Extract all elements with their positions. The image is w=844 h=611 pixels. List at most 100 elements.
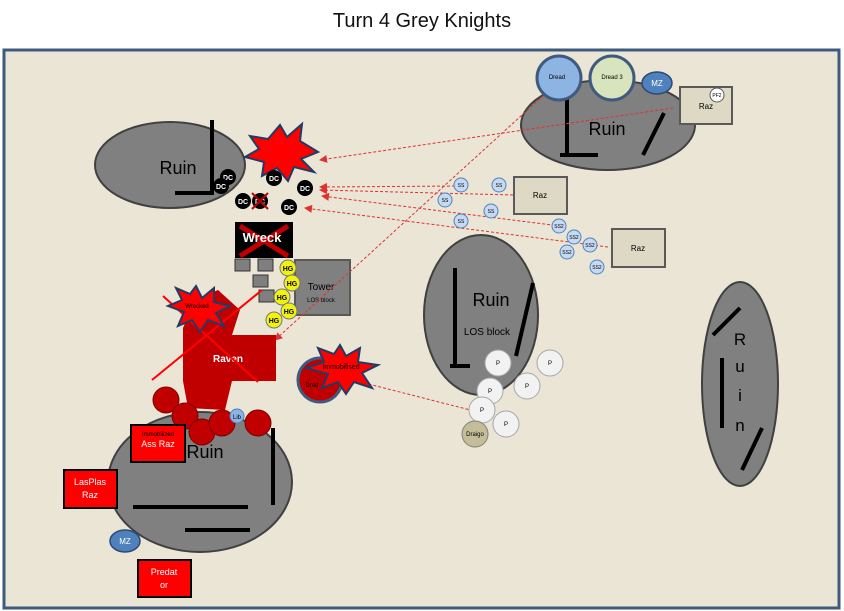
- lasplas-razorback: LasPlas Raz: [63, 469, 118, 509]
- fire-line: [304, 204, 609, 248]
- predator-label-line2: or: [160, 580, 168, 590]
- svg-text:SS2: SS2: [585, 243, 595, 249]
- dread-token: Dread: [535, 54, 583, 102]
- svg-text:HG: HG: [284, 309, 295, 316]
- predator-tank: Predat or: [137, 559, 192, 598]
- raz-lower: Raz: [611, 228, 666, 268]
- fire-line: [319, 182, 461, 191]
- ss-token: SS: [483, 203, 499, 219]
- p-token: P: [484, 349, 512, 377]
- raz-top-right: Raz PF2: [679, 86, 733, 125]
- wreck-marker: Wreck: [235, 222, 293, 259]
- fire-line: [319, 186, 514, 196]
- grey-knight-icons: [234, 258, 275, 303]
- svg-text:P: P: [496, 361, 500, 367]
- svg-text:DC: DC: [255, 199, 265, 206]
- hg-token: HG: [280, 302, 298, 320]
- wreck-label: Wreck: [243, 230, 283, 245]
- svg-text:HG: HG: [283, 266, 294, 273]
- svg-text:Raz: Raz: [631, 244, 645, 253]
- fire-lines: [274, 84, 674, 413]
- paladin-tokens: P P P P P P: [468, 349, 564, 438]
- svg-text:P: P: [548, 361, 552, 367]
- dc-token: DC: [281, 199, 297, 215]
- ss-token: SS: [437, 192, 453, 208]
- ruin-label: Ruin: [186, 442, 223, 462]
- ruin-vertical-r: R: [734, 330, 746, 349]
- svg-text:Dread: Dread: [549, 75, 565, 81]
- dc-token: DC: [235, 193, 251, 209]
- svg-text:SS2: SS2: [554, 224, 564, 230]
- raven-label: Raven: [213, 354, 243, 365]
- casualty-cross: [251, 192, 269, 210]
- assault-razorback: Immobilized Ass Raz: [130, 424, 186, 463]
- svg-text:Draigo: Draigo: [466, 432, 484, 438]
- immobilised-dreadnought: Dred Immobilised: [296, 343, 382, 404]
- svg-text:Lib: Lib: [233, 415, 242, 421]
- svg-text:P: P: [488, 389, 492, 395]
- svg-text:DC: DC: [238, 199, 248, 206]
- explosion-marker: [242, 121, 321, 183]
- ruin-vertical-u: u: [735, 357, 744, 376]
- fire-line: [274, 84, 556, 341]
- ss-token: SS: [491, 177, 507, 193]
- svg-text:Raz: Raz: [533, 191, 547, 200]
- pf2-label: PF2: [712, 93, 721, 99]
- svg-text:DC: DC: [284, 205, 294, 212]
- wrecked-marker: Wrecked: [165, 284, 233, 334]
- svg-text:SS: SS: [442, 198, 449, 204]
- red-model: [244, 409, 272, 437]
- ruin-label: Ruin: [472, 290, 509, 310]
- svg-text:DC: DC: [269, 176, 279, 183]
- svg-text:MZ: MZ: [119, 537, 131, 546]
- ass-raz-label: Ass Raz: [141, 439, 175, 449]
- hg-token: HG: [273, 288, 291, 306]
- pf2-token: [709, 87, 725, 103]
- fire-line: [344, 377, 479, 413]
- ruin-center-los: Ruin LOS block: [423, 234, 539, 396]
- p-token: P: [536, 349, 564, 377]
- hg-token: HG: [279, 259, 297, 277]
- tower-label: Tower: [308, 282, 335, 293]
- diagram-title: Turn 4 Grey Knights: [332, 10, 512, 32]
- ruin-right-vertical: R u i n: [701, 281, 779, 487]
- dread-partial-label: Dred: [305, 383, 318, 389]
- immobilized-small-label: Immobilized: [142, 432, 174, 438]
- tower: Tower LOS block: [294, 259, 351, 316]
- lasplas-label-line2: Raz: [82, 490, 99, 500]
- hg-tokens: HG HG HG HG HG: [265, 259, 301, 329]
- mz-token-bottom: MZ: [109, 529, 141, 553]
- svg-text:HG: HG: [287, 281, 298, 288]
- los-block-label: LOS block: [464, 327, 511, 338]
- ss2-token: SS2: [582, 237, 598, 253]
- svg-text:SS: SS: [488, 209, 495, 215]
- draigo-token: Draigo: [461, 420, 489, 448]
- ss-token: SS: [453, 213, 469, 229]
- ss2-token: SS2: [566, 229, 582, 245]
- svg-text:HG: HG: [277, 295, 288, 302]
- svg-text:SS2: SS2: [569, 235, 579, 241]
- lasplas-label-line1: LasPlas: [74, 477, 107, 487]
- svg-text:SS: SS: [458, 183, 465, 189]
- svg-text:SS: SS: [496, 183, 503, 189]
- svg-text:DC: DC: [300, 186, 310, 193]
- svg-text:Dread 3: Dread 3: [601, 75, 623, 81]
- red-model: [152, 386, 180, 414]
- svg-text:HG: HG: [269, 318, 280, 325]
- p-token: P: [492, 410, 520, 438]
- svg-text:SS2: SS2: [562, 250, 572, 256]
- svg-text:MZ: MZ: [651, 79, 663, 88]
- p-token: P: [468, 396, 496, 424]
- dc-token: DC: [213, 178, 229, 194]
- immobilised-label: Immobilised: [322, 364, 359, 371]
- ss2-token: SS2: [551, 218, 567, 234]
- svg-text:P: P: [504, 422, 508, 428]
- predator-label-line1: Predat: [151, 567, 178, 577]
- ss2-token: SS2: [589, 259, 605, 275]
- svg-text:DC: DC: [216, 184, 226, 191]
- dread3-token: Dread 3: [588, 54, 636, 102]
- ss2-tokens: SS2 SS2 SS2 SS2 SS2: [551, 218, 605, 275]
- ruin-vertical-n: n: [735, 416, 744, 435]
- hg-token: HG: [283, 274, 301, 292]
